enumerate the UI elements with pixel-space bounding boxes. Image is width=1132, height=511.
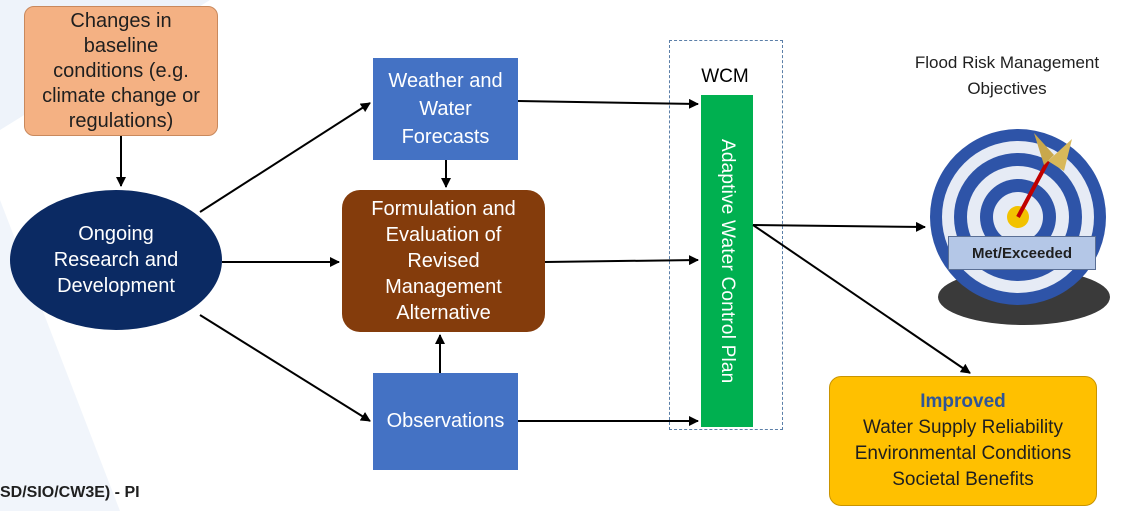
adaptive-water-control-plan-bar: Adaptive Water Control Plan	[701, 95, 753, 427]
weather-forecasts-text: Weather and Water Forecasts	[388, 70, 503, 148]
improved-item: Water Supply Reliability	[863, 417, 1063, 438]
changes-in-baseline-box: Changes in baseline conditions (e.g. cli…	[24, 6, 218, 136]
flood-risk-objectives-title: Flood Risk Management Objectives	[914, 53, 1100, 98]
footer-credit: SD/SIO/CW3E) - PI	[0, 484, 140, 501]
improved-item: Societal Benefits	[892, 469, 1034, 490]
research-development-text: Ongoing Research and Development	[53, 223, 179, 297]
arrow-wcm-to-improved	[752, 224, 971, 374]
arrow-research-to-weather	[199, 102, 371, 213]
arrow-research-to-observations	[199, 314, 371, 422]
improved-outcomes-box: Improved Water Supply Reliability Enviro…	[829, 376, 1097, 506]
met-exceeded-label: Met/Exceeded	[948, 236, 1096, 270]
research-development-ellipse: Ongoing Research and Development	[10, 190, 222, 330]
observations-box: Observations	[373, 373, 518, 470]
wcm-label: WCM	[701, 66, 749, 87]
observations-text: Observations	[386, 410, 505, 432]
improved-title: Improved	[920, 391, 1006, 412]
arrow-weather-to-wcm	[517, 98, 699, 109]
arrow-wcm-to-target	[752, 221, 926, 232]
weather-forecasts-box: Weather and Water Forecasts	[373, 58, 518, 160]
formulation-evaluation-text: Formulation and Evaluation of Revised Ma…	[371, 198, 516, 324]
formulation-evaluation-box: Formulation and Evaluation of Revised Ma…	[342, 190, 545, 332]
adaptive-water-control-plan-text: Adaptive Water Control Plan	[717, 138, 738, 384]
arrow-formulation-to-wcm	[544, 255, 699, 266]
wcm-dashed-frame	[669, 40, 783, 430]
changes-in-baseline-text: Changes in baseline conditions (e.g. cli…	[42, 9, 200, 132]
improved-item: Environmental Conditions	[854, 443, 1072, 464]
